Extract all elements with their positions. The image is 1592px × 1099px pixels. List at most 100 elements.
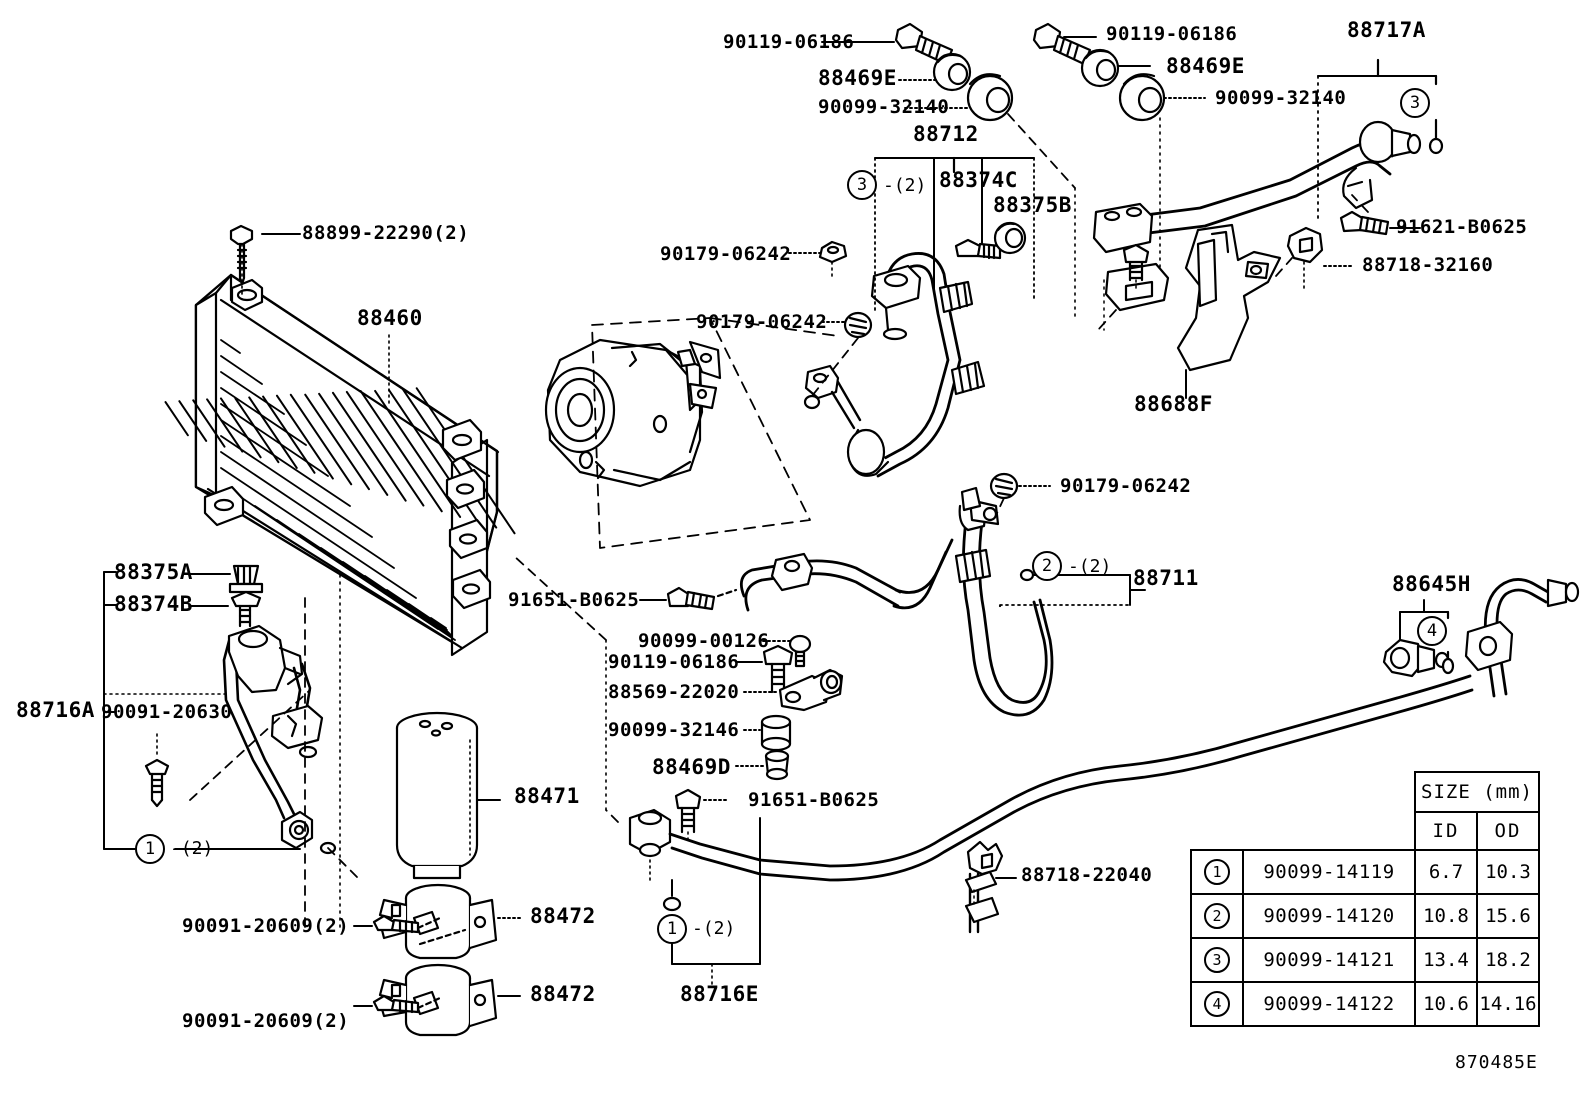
screw-90091-20630 [144,758,170,808]
label-90179-06242-c: 90179-06242 [1060,475,1192,497]
label-88717a: 88717A [1347,18,1426,42]
table-row: 3 90099-14121 13.4 18.2 [1190,937,1540,983]
label-88460: 88460 [357,306,423,330]
grommet-90099-32146 [760,714,792,752]
tube-88717a-illustration [1092,120,1422,254]
table-row: 4 90099-14122 10.6 14.16 [1190,981,1540,1027]
label-91621-b0625: 91621-B0625 [1396,216,1528,238]
label-88688f: 88688F [1134,392,1213,416]
bolt-91651-b0625-left [666,586,716,611]
bracket-88688f-illustration [1097,223,1282,372]
drawing-number: 870485E [1455,1052,1538,1073]
table-spacer-cell-2 [1243,772,1415,812]
hose-88711-illustration [739,486,1054,717]
bolt-90119-06186-mid [762,644,794,694]
compressor-illustration [544,338,722,488]
grommet-90099-32140-right [1118,73,1166,122]
callout-2-hose: 2 [1032,551,1062,581]
row-od-value: 15.6 [1476,893,1540,939]
table-header-row-2: ID OD [1191,811,1540,851]
label-88374b: 88374B [114,592,193,616]
column-header-od: OD [1476,811,1540,851]
tube-88716a-illustration [222,564,337,855]
row-id-value: 13.4 [1414,937,1478,983]
table-spacer-cell-4 [1243,812,1415,850]
table-spacer-cell-1 [1191,772,1243,812]
receiver-drier-88471 [395,711,479,880]
label-88899-22290: 88899-22290(2) [302,222,470,244]
callout-3-tube: 3 [1400,88,1430,118]
label-90119-06186-right: 90119-06186 [1106,23,1238,45]
callout-2-hose-qty: -(2) [1068,556,1112,577]
bolt-91651-b0625-right [674,788,702,843]
nut-90179-06242-a [818,240,848,279]
row-od-value: 18.2 [1476,937,1540,983]
label-90099-00126: 90099-00126 [638,630,770,652]
hose-88712-illustration [803,252,986,478]
callout-1-left-qty: -(2) [170,838,214,859]
label-90091-20630: 90091-20630 [101,701,233,723]
label-88569-22020: 88569-22020 [608,681,740,703]
callout-1-bottom-qty: -(2) [692,918,736,939]
size-group-header: SIZE (mm) [1414,771,1540,813]
row-id-value: 6.7 [1414,849,1478,895]
bolt-90119-06186-right [1032,22,1092,66]
label-88645h: 88645H [1392,572,1471,596]
bracket-88472-top [378,883,498,960]
screw-90091-20609-bottom [372,994,420,1014]
label-90091-20609-top: 90091-20609(2) [182,915,350,937]
row-ref-badge: 4 [1204,991,1230,1017]
size-table: SIZE (mm) ID OD 1 90099-14119 6.7 10.3 2… [1190,771,1540,1027]
row-od-value: 10.3 [1476,849,1540,895]
table-row: 2 90099-14120 10.8 15.6 [1190,893,1540,939]
tube-88716e-illustration [628,674,1474,882]
row-part-number: 90099-14120 [1242,893,1416,939]
label-88472-bottom: 88472 [530,982,596,1006]
label-90119-06186-left: 90119-06186 [723,31,855,53]
label-90119-06186-mid: 90119-06186 [608,651,740,673]
label-88375a: 88375A [114,560,193,584]
label-90179-06242-b: 90179-06242 [696,311,828,333]
row-ref-cell: 1 [1190,849,1244,895]
row-part-number: 90099-14121 [1242,937,1416,983]
row-ref-badge: 3 [1204,947,1230,973]
callout-1-bottom: 1 [657,914,687,944]
label-88718-22040: 88718-22040 [1021,864,1153,886]
label-91651-b0625-right: 91651-B0625 [748,789,880,811]
grommet-90099-32140-left [966,73,1014,122]
row-ref-badge: 1 [1204,859,1230,885]
callout-3-hose: 3 [847,170,877,200]
column-header-id: ID [1414,811,1478,851]
row-ref-badge: 2 [1204,903,1230,929]
nut-90179-06242-c [989,472,1019,500]
table-row: 1 90099-14119 6.7 10.3 [1190,849,1540,895]
callout-1-left: 1 [135,834,165,864]
label-88716e: 88716E [680,982,759,1006]
screw-90091-20609-top [372,914,420,934]
condenser-illustration [164,273,516,657]
label-90099-32140-left: 90099-32140 [818,96,950,118]
label-90179-06242-a: 90179-06242 [660,243,792,265]
bolt-88374c [954,238,1002,260]
tube-88645h-illustration [1382,578,1580,698]
label-88472-top: 88472 [530,904,596,928]
grommet-88469e-left [932,52,972,92]
label-88375b: 88375B [993,193,1072,217]
callout-3-hose-qty: -(2) [883,175,927,196]
label-88469e-right: 88469E [1166,54,1245,78]
bolt-91621-b0625 [1339,210,1390,236]
label-88374c: 88374C [939,168,1018,192]
table-spacer-cell-3 [1191,812,1243,850]
label-88712: 88712 [913,122,979,146]
nut-90099-00126 [788,634,812,668]
grommet-88469d [764,749,790,781]
row-id-value: 10.8 [1414,893,1478,939]
label-88716a: 88716A [16,698,95,722]
row-part-number: 90099-14122 [1242,981,1416,1027]
callout-4-tube: 4 [1417,616,1447,646]
row-od-value: 14.16 [1476,981,1540,1027]
row-ref-cell: 4 [1190,981,1244,1027]
row-id-value: 10.6 [1414,981,1478,1027]
label-88471: 88471 [514,784,580,808]
